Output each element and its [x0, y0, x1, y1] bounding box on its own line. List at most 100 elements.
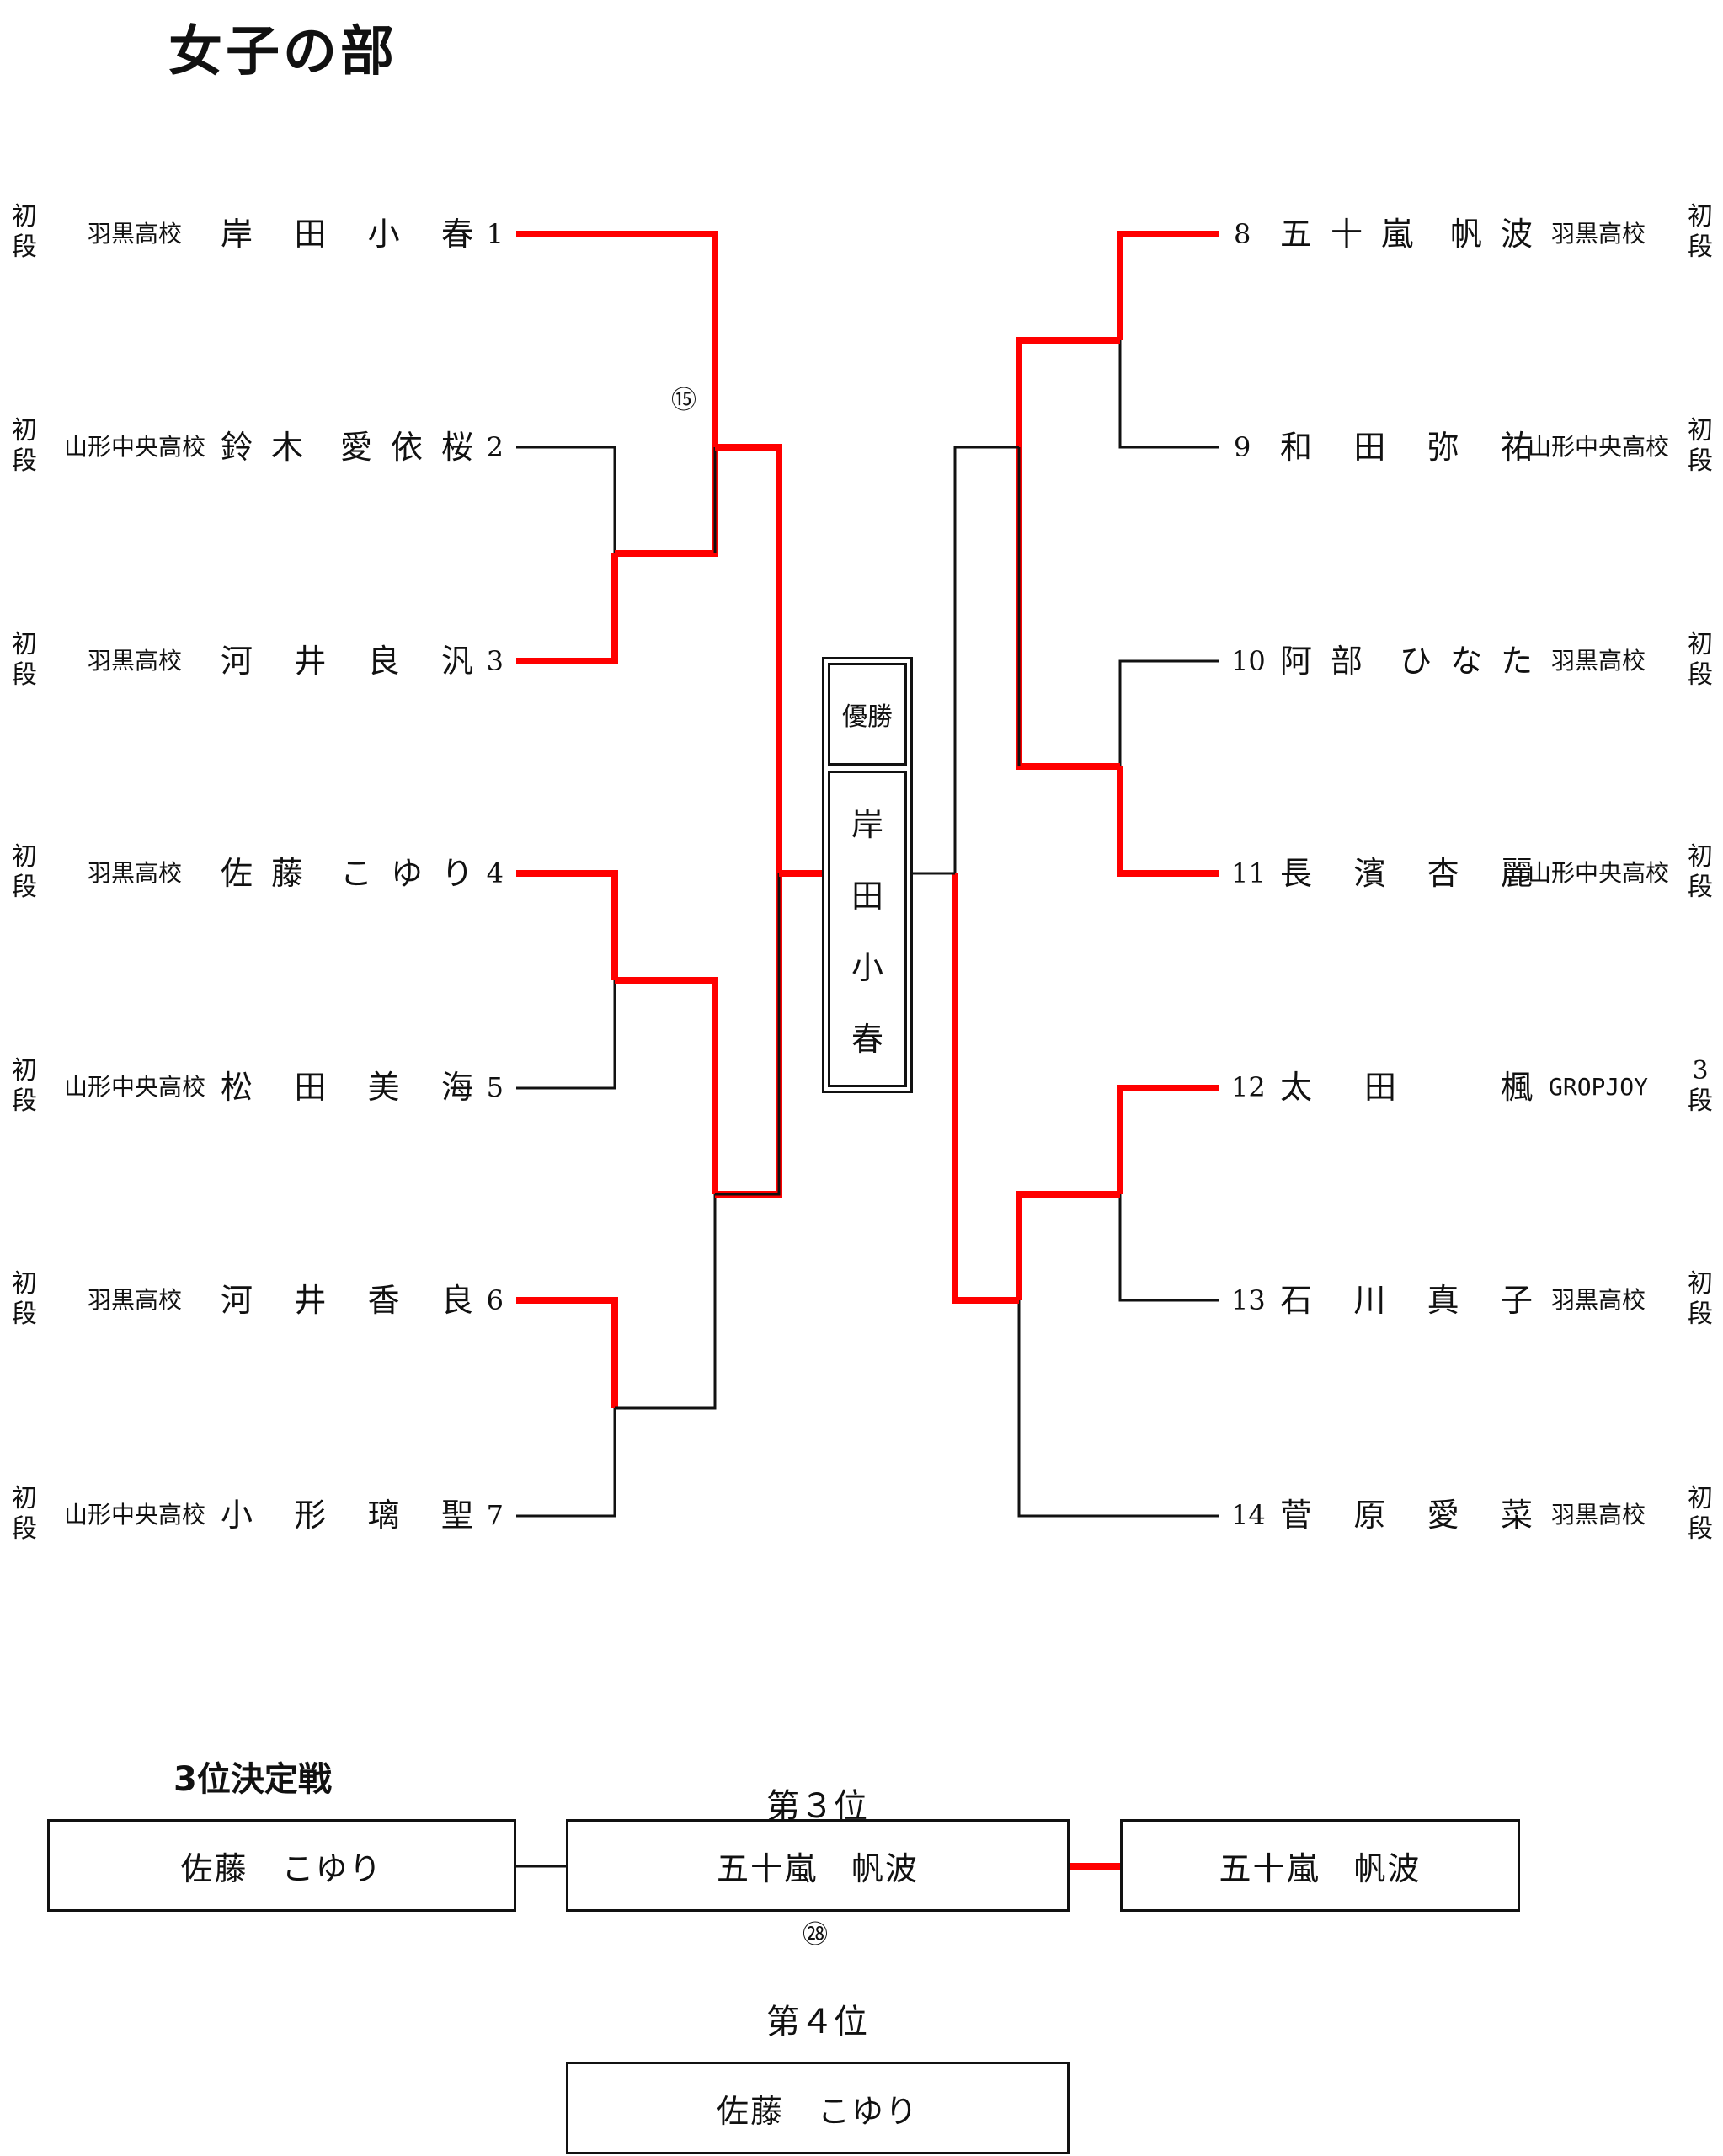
school-9: 山形中央高校 [1527, 433, 1669, 461]
school-14: 羽黒高校 [1550, 1501, 1646, 1529]
line-p5 [516, 980, 616, 1090]
name-char: な [1449, 643, 1482, 680]
name-char: 田 [294, 216, 327, 253]
champion-label: 優勝 [828, 663, 907, 766]
name-char: 形 [294, 1497, 327, 1534]
name-char: 岸 [221, 216, 253, 253]
line-p13 [1118, 1194, 1219, 1302]
name-char: 井 [294, 643, 327, 680]
player-name-13: 石川真子 [1280, 1282, 1533, 1319]
name-char: 真 [1427, 1282, 1459, 1319]
champion-char: 小 [851, 949, 883, 986]
player-name-10: 阿部ひなた [1280, 643, 1533, 680]
rank-6: 初段 [12, 1269, 37, 1329]
rank-4: 初段 [12, 842, 37, 902]
rank-1: 初段 [12, 202, 37, 262]
player-number-13: 13 [1231, 1284, 1266, 1316]
name-char: 菅 [1280, 1497, 1313, 1534]
rank-3: 初段 [12, 630, 37, 690]
name-char: 田 [1364, 1069, 1397, 1106]
line-p3 [516, 553, 618, 664]
player-number-5: 5 [486, 1071, 504, 1103]
line-p1011-up [1016, 553, 1120, 770]
name-char: 璃 [367, 1497, 400, 1534]
player-name-11: 長濱杏麗 [1280, 855, 1533, 892]
name-char: 阿 [1280, 643, 1313, 680]
line-p4 [516, 870, 618, 980]
line-p1 [516, 231, 718, 447]
name-char: 松 [221, 1069, 253, 1106]
line-left-top-semi [715, 444, 782, 873]
name-char: 長 [1280, 855, 1313, 892]
name-char: 原 [1353, 1497, 1386, 1534]
name-char: 河 [221, 643, 253, 680]
school-10: 羽黒高校 [1550, 647, 1646, 675]
name-char: 藤 [271, 855, 304, 892]
rank-13: 初段 [1688, 1269, 1713, 1329]
name-char: た [1500, 643, 1533, 680]
name-char: 木 [271, 429, 304, 466]
line-p14 [1017, 1300, 1219, 1518]
line-p23-up [615, 447, 718, 557]
line-p2 [516, 446, 616, 553]
rank-14: 初段 [1688, 1484, 1713, 1544]
line-p67-up [615, 1194, 717, 1410]
name-char: 麗 [1500, 855, 1533, 892]
line-p1213-up [1016, 1191, 1120, 1300]
line-p45-up [615, 977, 718, 1194]
name-char: 菜 [1500, 1497, 1533, 1534]
third-match-center: 五十嵐 帆波 [566, 1819, 1070, 1912]
rank-7: 初段 [12, 1484, 37, 1544]
name-char: 佐 [221, 855, 253, 892]
name-char: 和 [1280, 429, 1313, 466]
line-left-bottom-semi-black [715, 873, 781, 1196]
school-5: 山形中央高校 [63, 1073, 205, 1101]
champion-char: 春 [851, 1021, 883, 1058]
name-char: 美 [367, 1069, 400, 1106]
player-name-14: 菅原愛菜 [1280, 1497, 1533, 1534]
rank-9: 初段 [1688, 416, 1713, 476]
name-char: 濱 [1353, 855, 1386, 892]
name-char: 太 [1280, 1069, 1313, 1106]
player-name-4: 佐藤こゆり [221, 855, 473, 892]
player-number-9: 9 [1234, 431, 1251, 463]
rank-2: 初段 [12, 416, 37, 476]
school-3: 羽黒高校 [87, 647, 182, 675]
name-char: 嵐 [1381, 216, 1414, 253]
name-char: 部 [1331, 643, 1363, 680]
name-char: 愛 [1427, 1497, 1459, 1534]
player-name-9: 和田弥祐 [1280, 429, 1533, 466]
school-11: 山形中央高校 [1527, 859, 1669, 887]
rank-5: 初段 [12, 1056, 37, 1116]
name-char: こ [339, 855, 372, 892]
name-char: 川 [1353, 1282, 1386, 1319]
champion-name: 岸 田 小 春 [830, 798, 904, 1059]
line-p11 [1117, 766, 1219, 877]
player-number-4: 4 [486, 857, 504, 889]
player-name-8: 五十嵐帆波 [1280, 216, 1533, 253]
line-right-bottom-semi [952, 873, 1019, 1304]
player-number-7: 7 [486, 1499, 504, 1531]
line-p6 [516, 1297, 618, 1408]
name-char: 五 [1280, 216, 1313, 253]
match-number-28: ㉘ [803, 1920, 828, 1950]
name-char: 良 [440, 1282, 473, 1319]
player-number-1: 1 [486, 218, 504, 250]
name-char: 石 [1280, 1282, 1313, 1319]
player-name-3: 河井良汎 [221, 643, 473, 680]
player-number-12: 12 [1231, 1071, 1266, 1103]
name-char: 杏 [1427, 855, 1459, 892]
school-4: 羽黒高校 [87, 859, 182, 887]
fourth-place-box: 佐藤 こゆり [566, 2062, 1070, 2154]
school-8: 羽黒高校 [1550, 220, 1646, 248]
champion-name-box: 岸 田 小 春 [828, 771, 907, 1087]
line-p8 [1117, 231, 1219, 340]
player-name-7: 小形璃聖 [221, 1497, 473, 1534]
line-p89-up [1016, 337, 1120, 553]
name-char: 鈴 [221, 429, 253, 466]
name-char: 井 [294, 1282, 327, 1319]
player-number-11: 11 [1231, 857, 1266, 889]
line-p10 [1118, 659, 1219, 766]
match-number-15: ⑮ [671, 386, 696, 415]
